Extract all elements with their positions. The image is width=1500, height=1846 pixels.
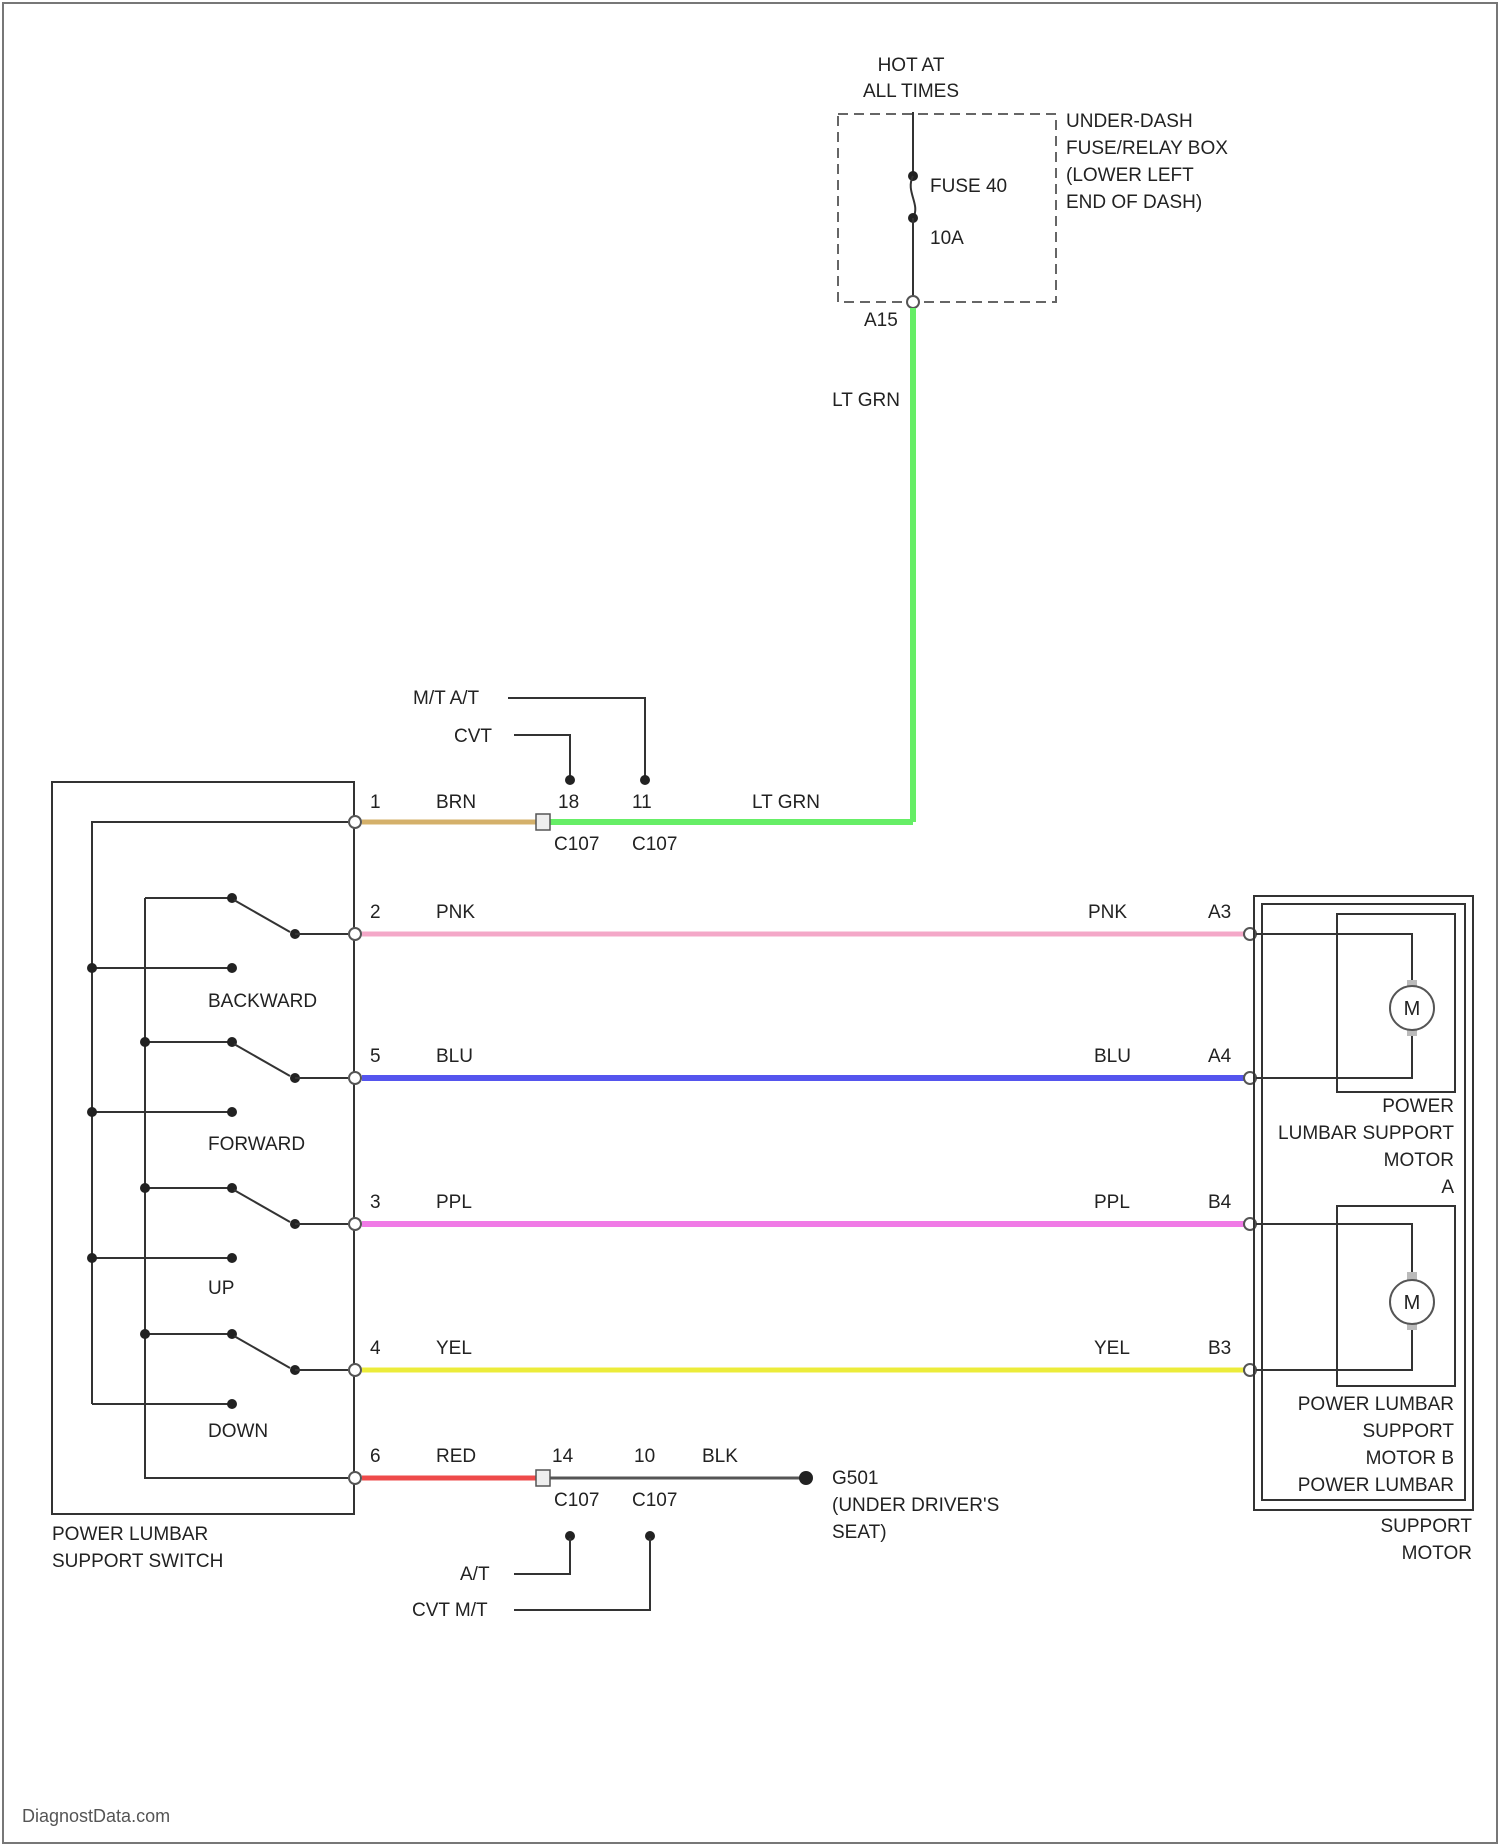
switch-pin-1-terminal bbox=[349, 816, 361, 828]
motor-a-label-line1: POWER bbox=[1382, 1096, 1454, 1117]
wire3-pin: 5 bbox=[370, 1046, 381, 1067]
wire6-c1-pin: 14 bbox=[552, 1446, 574, 1467]
motor-b-label-line3: MOTOR B bbox=[1366, 1448, 1454, 1469]
variant-cvt: CVT bbox=[454, 726, 492, 747]
wire1-color-name: BRN bbox=[436, 792, 476, 813]
fuse-box-terminal-icon bbox=[907, 296, 919, 308]
wire3-right-pin: A4 bbox=[1208, 1046, 1232, 1067]
wire6-c2-pin: 10 bbox=[634, 1446, 655, 1467]
lt-grn-label: LT GRN bbox=[832, 390, 900, 411]
motor-b-label-line4: POWER LUMBAR bbox=[1298, 1475, 1454, 1496]
variant-at-leader bbox=[514, 1538, 570, 1574]
fuse-box-label-line2: FUSE/RELAY BOX bbox=[1066, 138, 1228, 159]
watermark: DiagnostData.com bbox=[22, 1806, 170, 1826]
motor-b-symbol: M bbox=[1404, 1292, 1421, 1314]
motor-a-symbol: M bbox=[1404, 998, 1421, 1020]
lumbar-support-motor-assembly bbox=[1254, 896, 1473, 1510]
variant-cvt-dot bbox=[565, 775, 575, 785]
ground-name: G501 bbox=[832, 1468, 878, 1489]
assembly-label-line1: SUPPORT bbox=[1380, 1516, 1472, 1537]
wire2-pin: 2 bbox=[370, 902, 381, 923]
variant-cvt-leader bbox=[514, 735, 570, 778]
variant-at: A/T bbox=[460, 1564, 490, 1585]
wire5-right-color-name: YEL bbox=[1094, 1338, 1130, 1359]
motor-a-label-line2: LUMBAR SUPPORT bbox=[1278, 1123, 1454, 1144]
connector-c107-icon bbox=[536, 814, 550, 830]
wire1-c2-name: C107 bbox=[632, 834, 677, 855]
switch-position-backward: BACKWARD bbox=[208, 991, 317, 1012]
motor-a-lead-bottom bbox=[1256, 1032, 1412, 1078]
fuse-box-terminal: A15 bbox=[864, 310, 898, 331]
power-label-line1: HOT AT bbox=[878, 55, 945, 76]
variant-mt-at: M/T A/T bbox=[413, 688, 480, 709]
motor-b-label-line2: SUPPORT bbox=[1362, 1421, 1454, 1442]
motor-b-brush-icon bbox=[1407, 1272, 1417, 1280]
wire6-c2-name: C107 bbox=[632, 1490, 677, 1511]
ground-label-line1: (UNDER DRIVER'S bbox=[832, 1495, 999, 1516]
connector-c107-icon bbox=[536, 1470, 550, 1486]
variant-mt-at-leader bbox=[508, 698, 645, 778]
wire6-after-color-name: BLK bbox=[702, 1446, 738, 1467]
ground-label-line2: SEAT) bbox=[832, 1522, 887, 1543]
switch-pin-5-terminal bbox=[349, 1072, 361, 1084]
variant-cvt-mt: CVT M/T bbox=[412, 1600, 488, 1621]
wire3-right-color-name: BLU bbox=[1094, 1046, 1131, 1067]
switch-label-line2: SUPPORT SWITCH bbox=[52, 1551, 223, 1572]
switch-forward bbox=[87, 1037, 348, 1117]
wire2-right-pin: A3 bbox=[1208, 902, 1231, 923]
wire1-c1-pin: 18 bbox=[558, 792, 579, 813]
wire4-color-name: PPL bbox=[436, 1192, 472, 1213]
switch-pin-4-terminal bbox=[349, 1364, 361, 1376]
switch-label-line1: POWER LUMBAR bbox=[52, 1524, 208, 1545]
assembly-label-line2: MOTOR bbox=[1402, 1543, 1472, 1564]
fuse-relay-box bbox=[838, 114, 1056, 302]
motor-a-label-line4: A bbox=[1441, 1177, 1454, 1198]
motor-a-label-line3: MOTOR bbox=[1384, 1150, 1454, 1171]
switch-up bbox=[87, 1183, 348, 1263]
wire2-right-color-name: PNK bbox=[1088, 902, 1127, 923]
wire1-after-color-name: LT GRN bbox=[752, 792, 820, 813]
motor-a-lead-top bbox=[1256, 934, 1412, 984]
wire1-c1-name: C107 bbox=[554, 834, 599, 855]
wire3-color-name: BLU bbox=[436, 1046, 473, 1067]
fuse-rating: 10A bbox=[930, 228, 964, 249]
diagram-frame bbox=[3, 3, 1497, 1843]
fuse-box-label-line3: (LOWER LEFT bbox=[1066, 165, 1194, 186]
wire6-color-name: RED bbox=[436, 1446, 476, 1467]
switch-pin-6-terminal bbox=[349, 1472, 361, 1484]
switch-position-forward: FORWARD bbox=[208, 1134, 305, 1155]
switch-backward bbox=[87, 893, 348, 973]
power-label-line2: ALL TIMES bbox=[863, 81, 959, 102]
motor-b-lead-top bbox=[1256, 1224, 1412, 1278]
switch-position-up: UP bbox=[208, 1278, 234, 1299]
fuse-box-label-line1: UNDER-DASH bbox=[1066, 111, 1193, 132]
motor-b-lead-bottom bbox=[1256, 1326, 1412, 1370]
switch-pin-3-terminal bbox=[349, 1218, 361, 1230]
switch-pin-2-terminal bbox=[349, 928, 361, 940]
fuse-name: FUSE 40 bbox=[930, 176, 1007, 197]
fuse-box-label-line4: END OF DASH) bbox=[1066, 192, 1202, 213]
wire1-c2-pin: 11 bbox=[632, 792, 652, 813]
fuse-40-icon bbox=[911, 176, 916, 218]
wire4-right-color-name: PPL bbox=[1094, 1192, 1130, 1213]
wire4-right-pin: B4 bbox=[1208, 1192, 1232, 1213]
wire5-pin: 4 bbox=[370, 1338, 381, 1359]
switch-down bbox=[92, 1329, 348, 1409]
motor-b-label-line1: POWER LUMBAR bbox=[1298, 1394, 1454, 1415]
wire1-pin: 1 bbox=[370, 792, 381, 813]
wire5-color-name: YEL bbox=[436, 1338, 472, 1359]
wire2-color-name: PNK bbox=[436, 902, 475, 923]
switch-position-down: DOWN bbox=[208, 1421, 268, 1442]
variant-mt-at-dot bbox=[640, 775, 650, 785]
wire6-pin: 6 bbox=[370, 1446, 381, 1467]
wire5-right-pin: B3 bbox=[1208, 1338, 1231, 1359]
wire4-pin: 3 bbox=[370, 1192, 381, 1213]
wire6-c1-name: C107 bbox=[554, 1490, 599, 1511]
ground-g501-icon bbox=[799, 1471, 813, 1485]
